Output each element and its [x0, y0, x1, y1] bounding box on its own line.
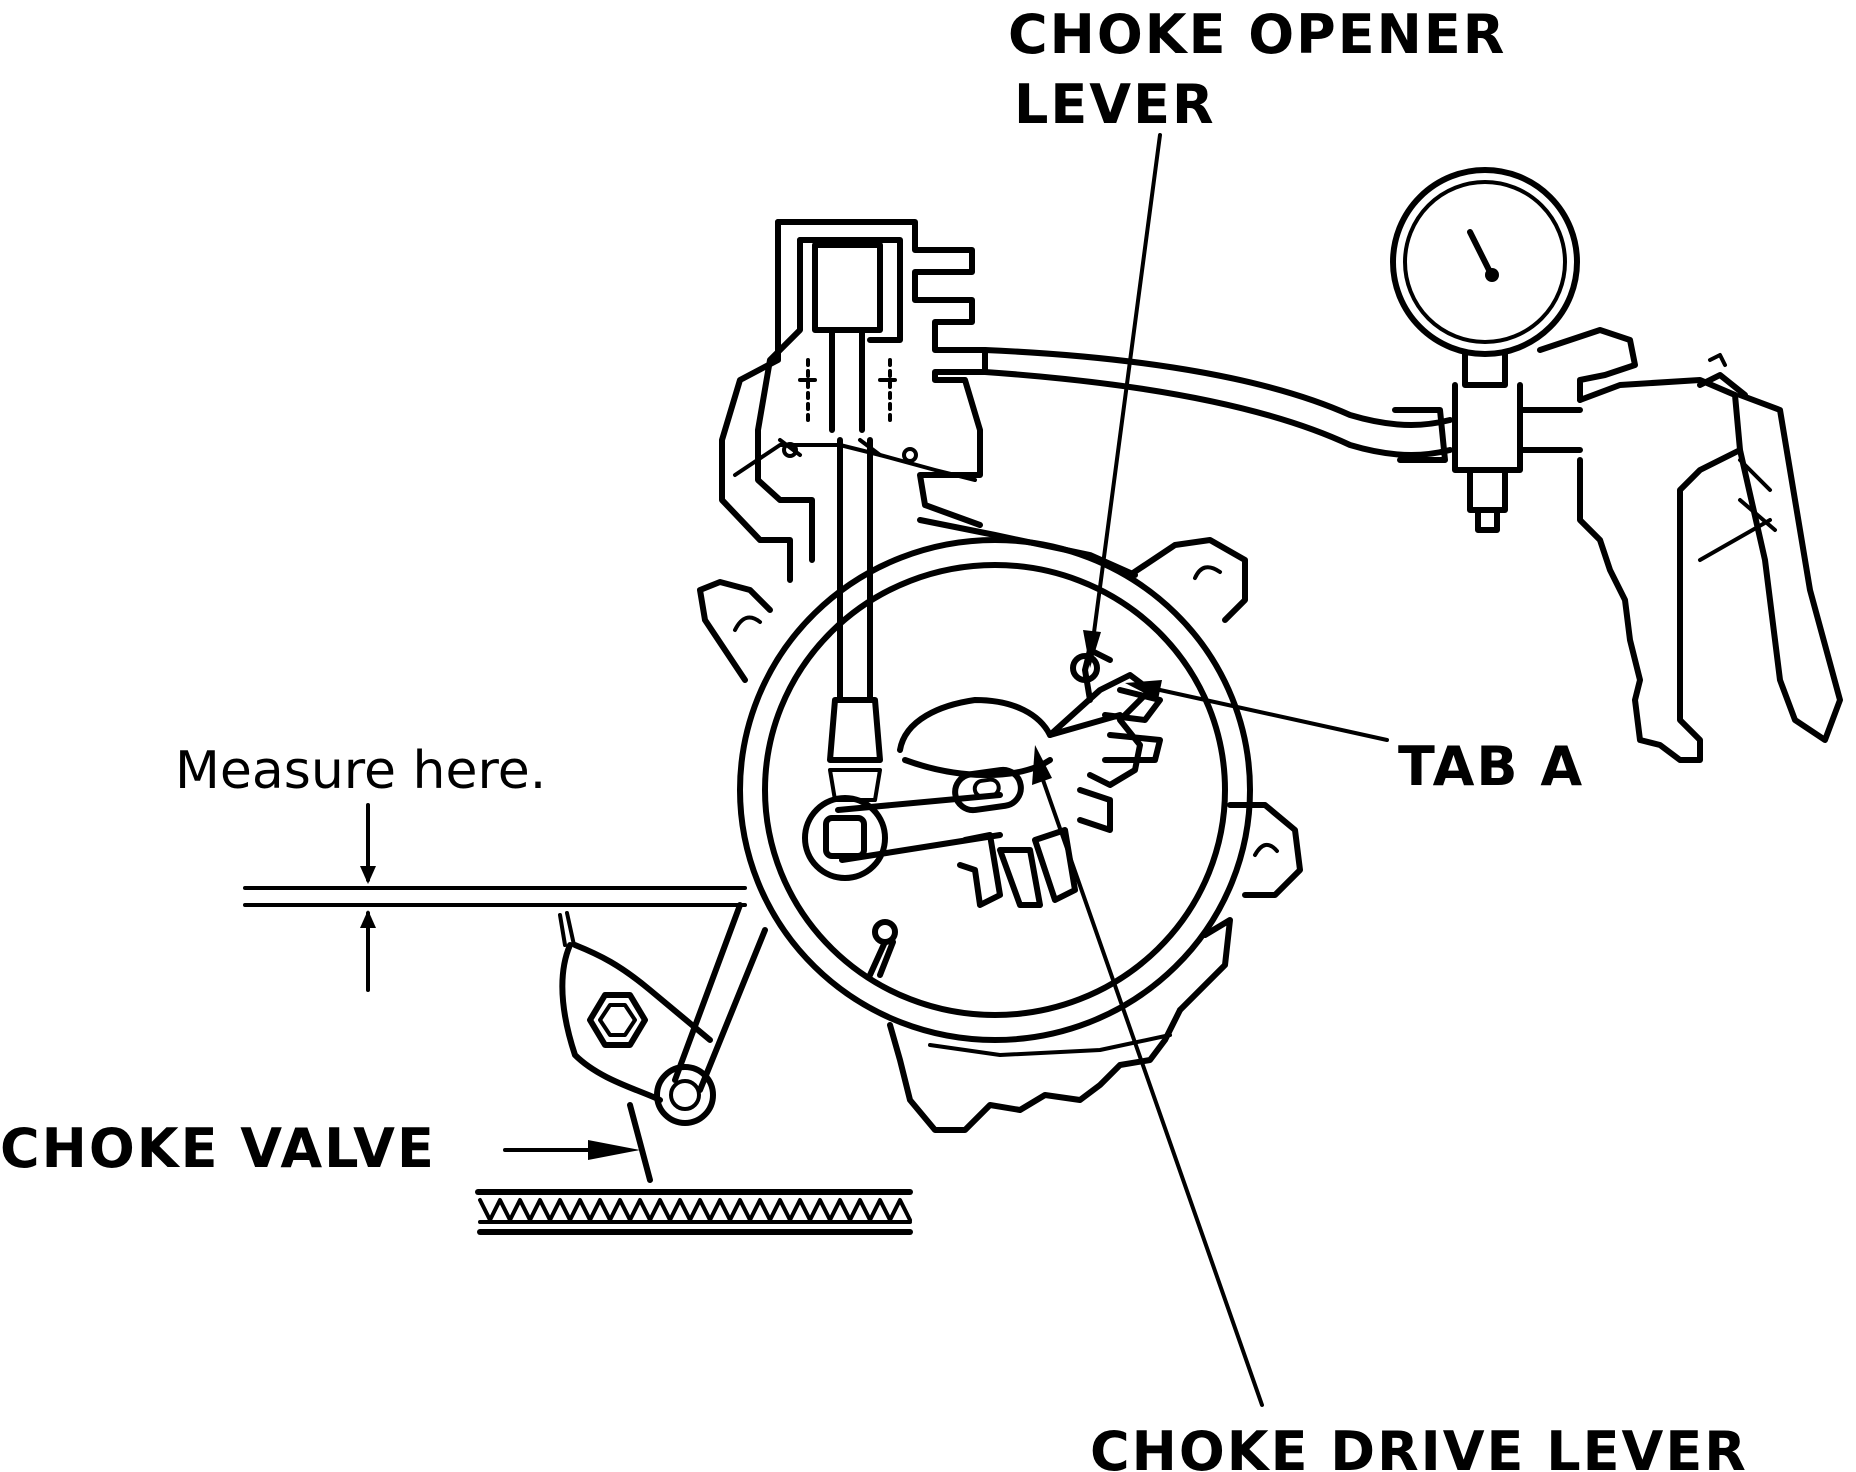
choke-valve-plate [475, 1189, 913, 1235]
choke-body [697, 517, 1303, 1133]
choke-opener-lever-label-line2: LEVER [1014, 73, 1216, 136]
choke-opener-rod [827, 437, 883, 802]
choke-drive-lever-label: CHOKE DRIVE LEVER [1090, 1420, 1748, 1472]
choke-valve-label: CHOKE VALVE [0, 1117, 436, 1180]
vacuum-gauge-icon [1390, 167, 1638, 533]
measure-here-label: Measure here. [175, 741, 547, 801]
tab-a-label: TAB A [1398, 735, 1585, 798]
hand-vacuum-pump-icon [1577, 353, 1843, 763]
leader-lines [503, 133, 1389, 1407]
vacuum-hose [982, 347, 1453, 463]
choke-opener-diaphragm-housing [719, 219, 988, 583]
choke-valve-linkage [558, 902, 768, 1183]
measurement-gap [243, 803, 747, 992]
choke-drive-lever-assembly [802, 647, 1163, 978]
choke-opener-lever-label-line1: CHOKE OPENER [1008, 3, 1507, 66]
